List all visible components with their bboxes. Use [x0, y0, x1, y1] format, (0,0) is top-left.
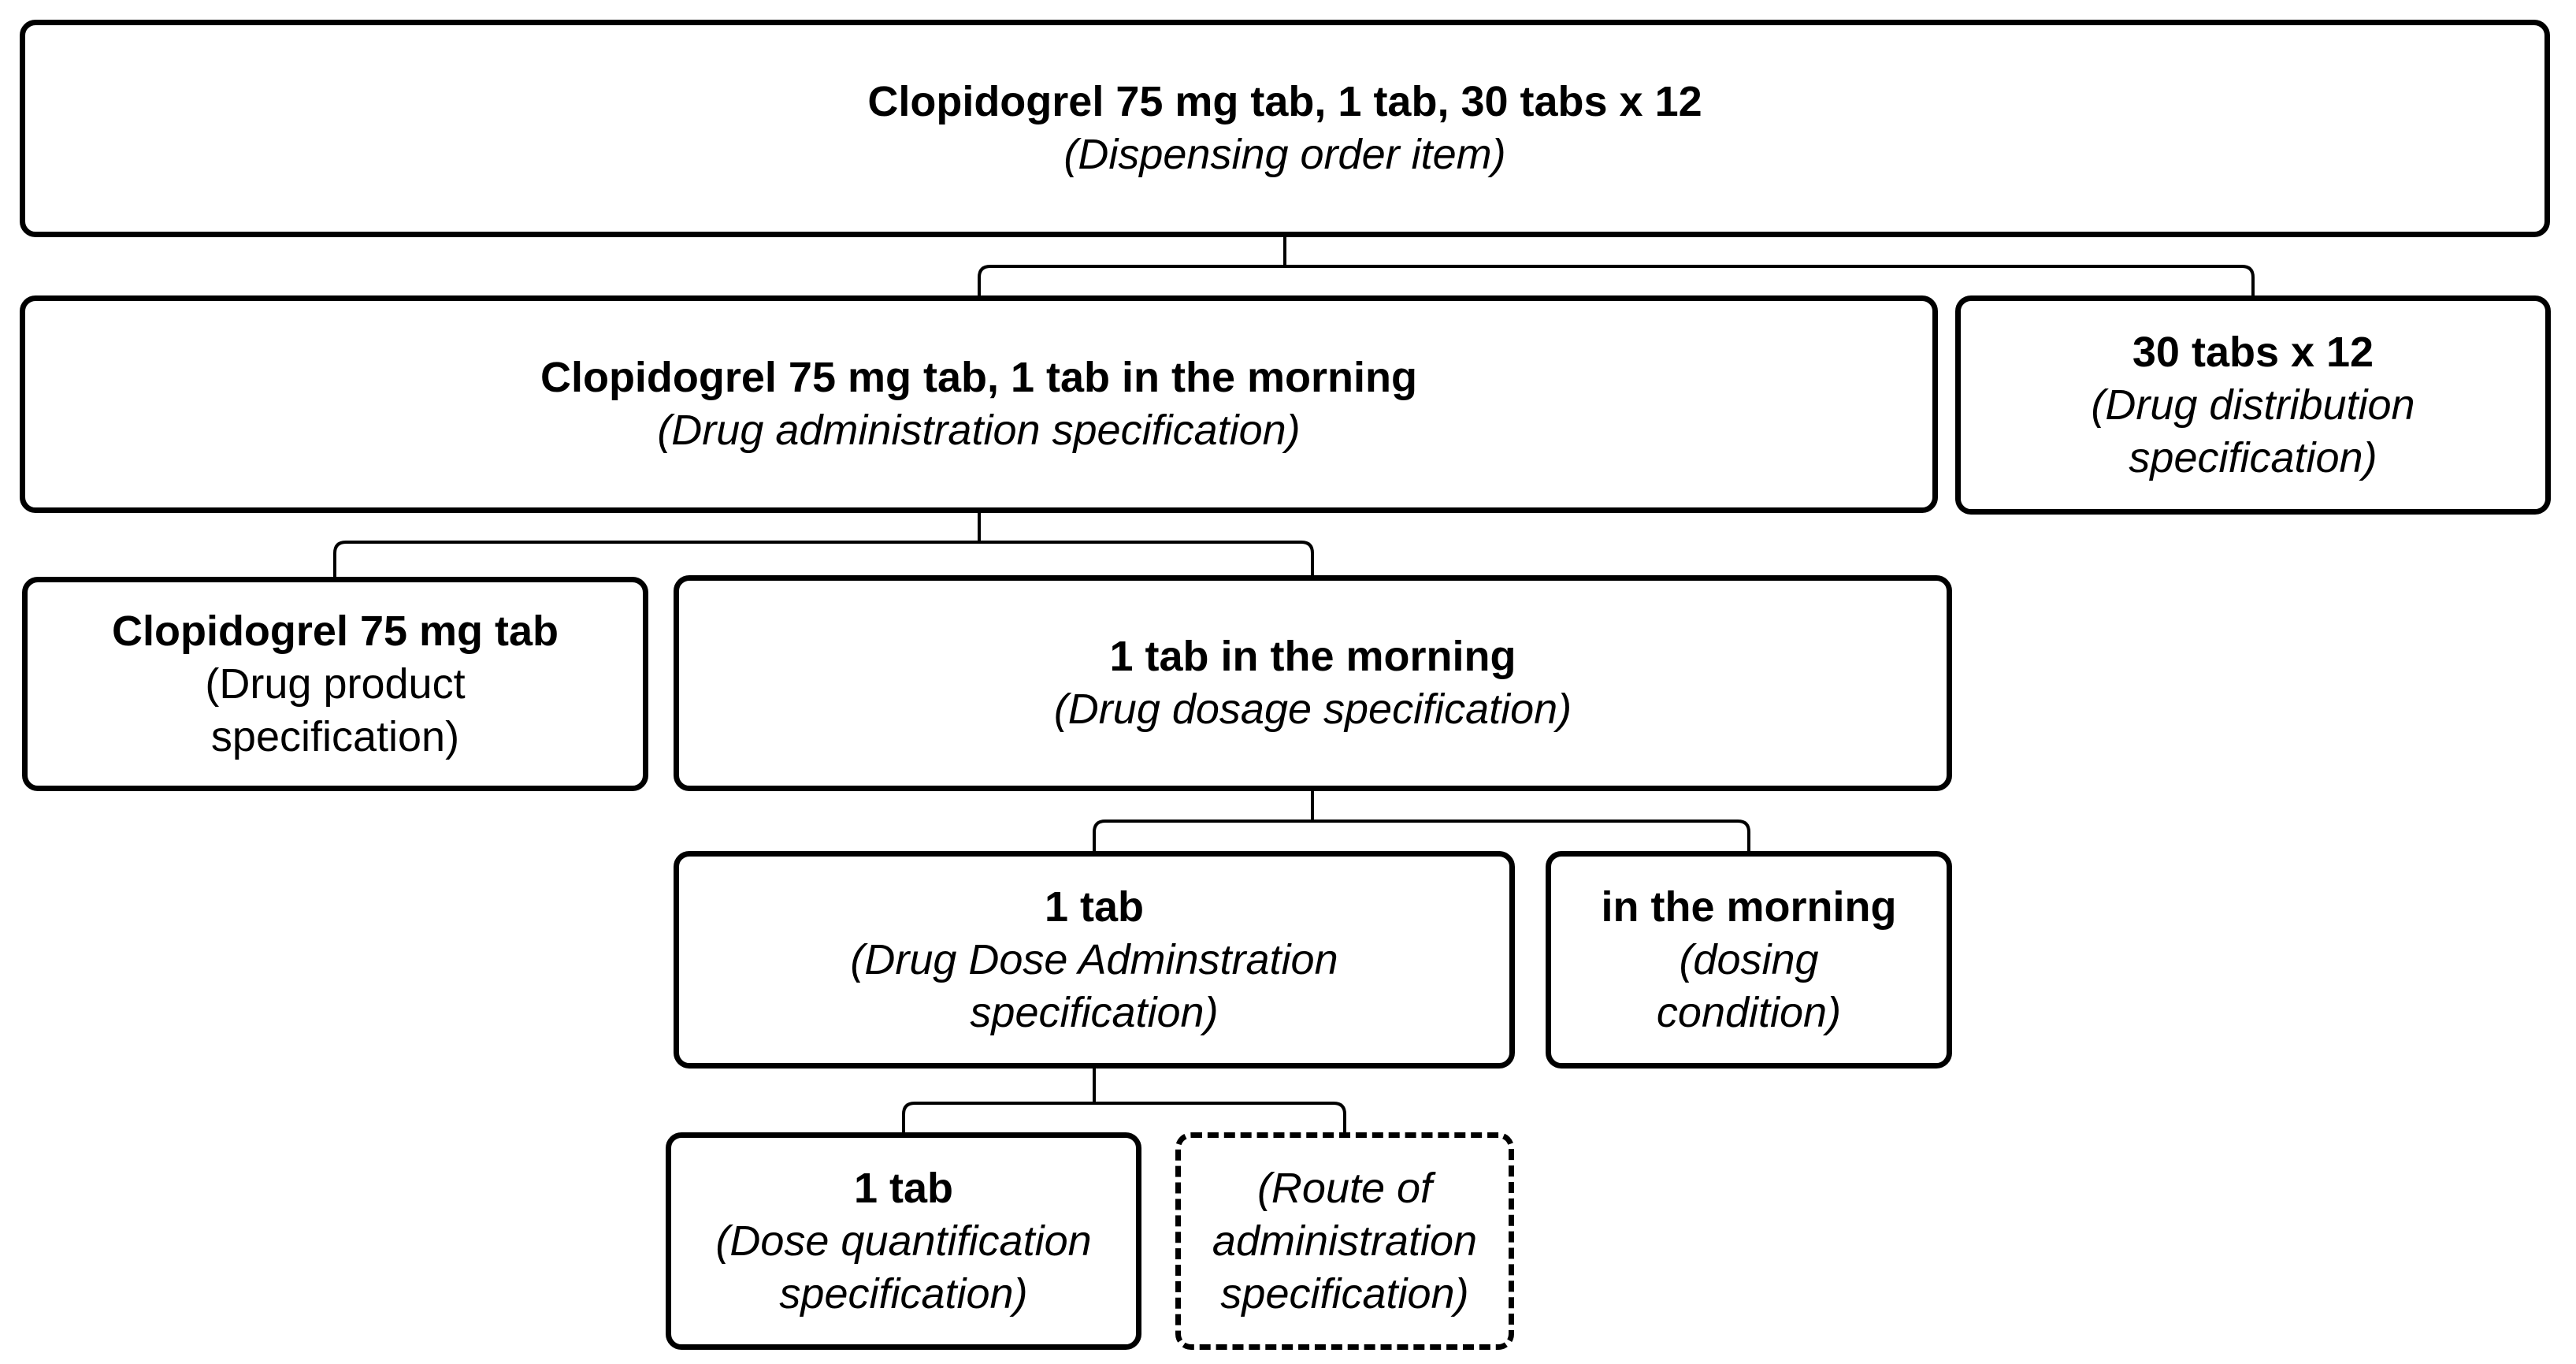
node-type-label: (Drug product specification) [205, 660, 466, 760]
node-title: 1 tab [853, 1164, 954, 1212]
node-drug-administration-specification: Clopidogrel 75 mg tab, 1 tab in the morn… [20, 295, 1938, 513]
node-dose-quantification-specification: 1 tab (Dose quantification specification… [666, 1132, 1141, 1350]
connector-branch-level3 [333, 541, 1314, 577]
node-title: Clopidogrel 75 mg tab [111, 607, 559, 655]
node-type-label: (Drug distribution specification) [2091, 381, 2415, 481]
node-title: in the morning [1601, 883, 1897, 931]
node-dispensing-order-item: Clopidogrel 75 mg tab, 1 tab, 30 tabs x … [20, 20, 2550, 237]
node-title: 30 tabs x 12 [2132, 328, 2374, 376]
node-title: 1 tab in the morning [1109, 633, 1516, 680]
node-dosing-condition: in the morning (dosing condition) [1546, 851, 1952, 1069]
node-type-label: (Dispensing order item) [1063, 131, 1506, 178]
node-type-label: (dosing condition) [1656, 935, 1842, 1036]
connector-branch-level5 [902, 1102, 1346, 1134]
node-drug-distribution-specification: 30 tabs x 12 (Drug distribution specific… [1955, 295, 2551, 515]
node-type-label: (Route of administration specification) [1212, 1164, 1478, 1318]
node-type-label: (Drug administration specification) [657, 407, 1301, 454]
node-title: Clopidogrel 75 mg tab, 1 tab, 30 tabs x … [867, 78, 1702, 125]
node-type-label: (Drug Dose Adminstration specification) [850, 935, 1338, 1036]
node-type-label: (Drug dosage specification) [1053, 686, 1572, 733]
node-title: Clopidogrel 75 mg tab, 1 tab in the morn… [540, 354, 1418, 401]
node-route-of-administration-specification: (Route of administration specification) [1175, 1132, 1514, 1350]
node-drug-dosage-specification: 1 tab in the morning (Drug dosage specif… [674, 575, 1952, 791]
connector-branch-level2 [978, 265, 2255, 297]
node-drug-dose-administration-specification: 1 tab (Drug Dose Adminstration specifica… [674, 851, 1515, 1069]
connector-branch-level4 [1093, 820, 1750, 853]
node-drug-product-specification: Clopidogrel 75 mg tab (Drug product spec… [22, 577, 648, 791]
node-type-label: (Dose quantification specification) [715, 1217, 1092, 1318]
node-title: 1 tab [1044, 883, 1145, 931]
